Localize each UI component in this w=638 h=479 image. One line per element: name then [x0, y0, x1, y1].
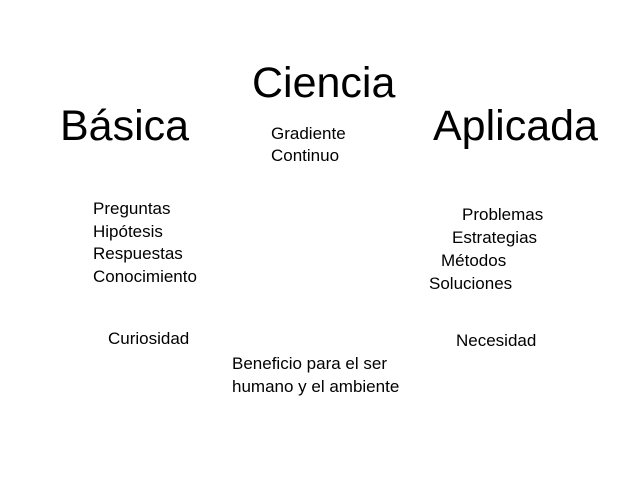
list-item: Estrategias: [452, 228, 538, 247]
gradient-line: Gradiente: [271, 124, 346, 143]
list-item: Preguntas: [93, 199, 171, 218]
basic-science-heading: Básica: [60, 102, 190, 150]
list-item: Hipótesis: [93, 221, 163, 241]
list-item: Respuestas: [93, 244, 183, 263]
applied-science-heading: Aplicada: [433, 102, 598, 150]
basic-science-motive: Curiosidad: [108, 329, 190, 348]
benefit-line: Beneficio para el ser: [232, 354, 387, 373]
gradient-label: Gradiente Continuo: [271, 123, 346, 167]
applied-science-motive: Necesidad: [456, 331, 537, 350]
list-item: Soluciones: [429, 274, 513, 293]
list-item: Conocimiento: [93, 266, 197, 286]
diagram-title: Ciencia: [252, 59, 396, 107]
basic-science-list: Preguntas Hipótesis Respuestas Conocimie…: [93, 198, 197, 288]
continuous-line: Continuo: [271, 146, 340, 165]
list-item: Problemas: [462, 205, 544, 224]
benefit-label: Beneficio para el ser humano y el ambien…: [232, 352, 399, 398]
list-item: Métodos: [441, 251, 507, 270]
benefit-line: humano y el ambiente: [232, 377, 400, 396]
